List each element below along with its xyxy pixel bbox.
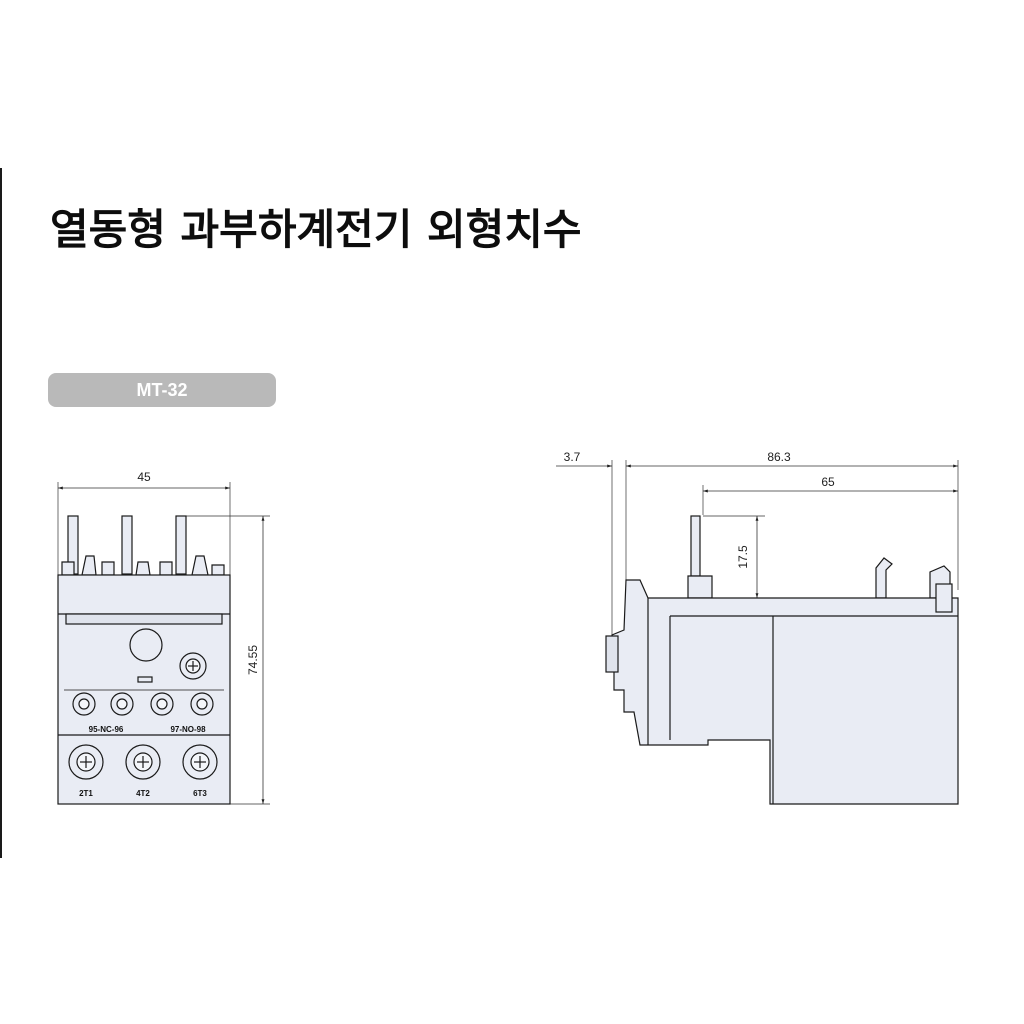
body-depth-dim-label: 65	[821, 475, 835, 489]
side-clip	[875, 557, 893, 599]
front-pin	[175, 515, 187, 575]
terminal-label-4t2: 4T2	[136, 789, 150, 798]
height-dim-label: 74.55	[246, 645, 260, 675]
side-pin	[690, 515, 701, 577]
side-view	[556, 460, 959, 805]
left-edge-line	[0, 168, 2, 858]
pin-height-dim-label: 17.5	[736, 545, 750, 569]
aux-terminal-screws	[72, 692, 214, 716]
width-dim-label: 45	[137, 470, 151, 484]
indicator-window	[137, 676, 153, 683]
depth-dim-label: 86.3	[767, 450, 791, 464]
aux-label-nc: 95-NC-96	[89, 725, 124, 734]
side-body	[611, 579, 959, 805]
offset-dim-label: 3.7	[564, 450, 581, 464]
reset-button	[129, 628, 163, 662]
aux-label-no: 97-NO-98	[170, 725, 206, 734]
page-title: 열동형 과부하계전기 외형치수	[50, 205, 582, 254]
main-terminal-screws	[68, 744, 218, 780]
front-pin	[121, 515, 133, 575]
front-view	[57, 482, 270, 805]
terminal-label-2t1: 2T1	[79, 789, 93, 798]
terminal-label-6t3: 6T3	[193, 789, 207, 798]
model-badge: MT-32	[48, 373, 276, 407]
